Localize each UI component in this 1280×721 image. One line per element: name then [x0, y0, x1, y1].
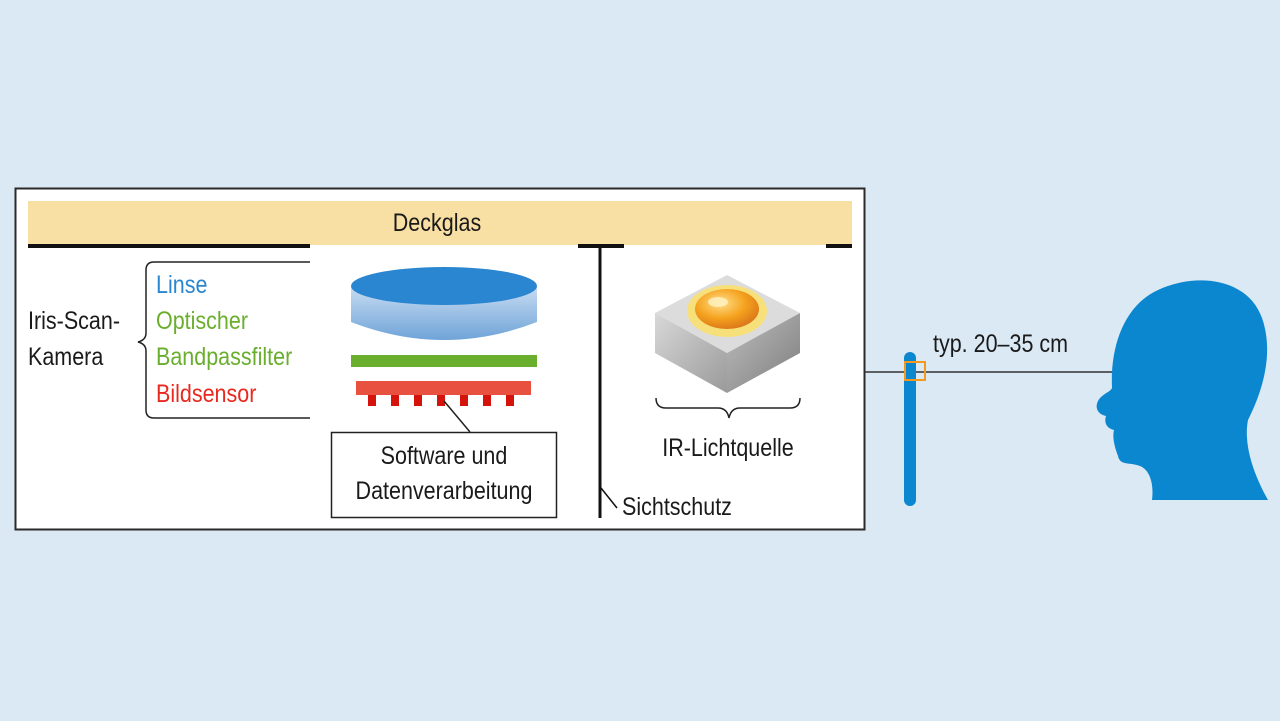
ir-source-label: IR-Lichtquelle [662, 434, 794, 462]
filter-label-line1: Optischer [156, 307, 249, 335]
sensor-window-marker [904, 361, 926, 381]
software-label-line2: Datenverarbeitung [355, 477, 533, 505]
lens-icon [351, 267, 537, 340]
sensor-to-software-line [443, 400, 471, 433]
sensor-icon [356, 381, 531, 406]
privacy-screen-label: Sichtschutz [622, 493, 732, 521]
ir-led-icon [655, 275, 800, 393]
head-silhouette-icon [1096, 280, 1268, 500]
sensor-label: Bildsensor [156, 380, 257, 408]
ir-source-brace [655, 397, 801, 419]
cover-glass-bar [28, 201, 852, 245]
camera-bracket [137, 261, 310, 419]
privacy-screen-leader [600, 487, 618, 509]
software-box [330, 431, 558, 519]
software-label-line1: Software und [380, 442, 508, 470]
lens-label: Linse [156, 271, 208, 299]
device-edge [904, 352, 916, 506]
camera-label-line2: Kamera [28, 343, 104, 371]
camera-label-line1: Iris-Scan- [28, 307, 120, 335]
filter-icon [351, 355, 537, 367]
cover-glass-label: Deckglas [392, 209, 482, 237]
filter-label-line2: Bandpassfilter [156, 343, 293, 371]
distance-label: typ. 20–35 cm [933, 330, 1069, 358]
